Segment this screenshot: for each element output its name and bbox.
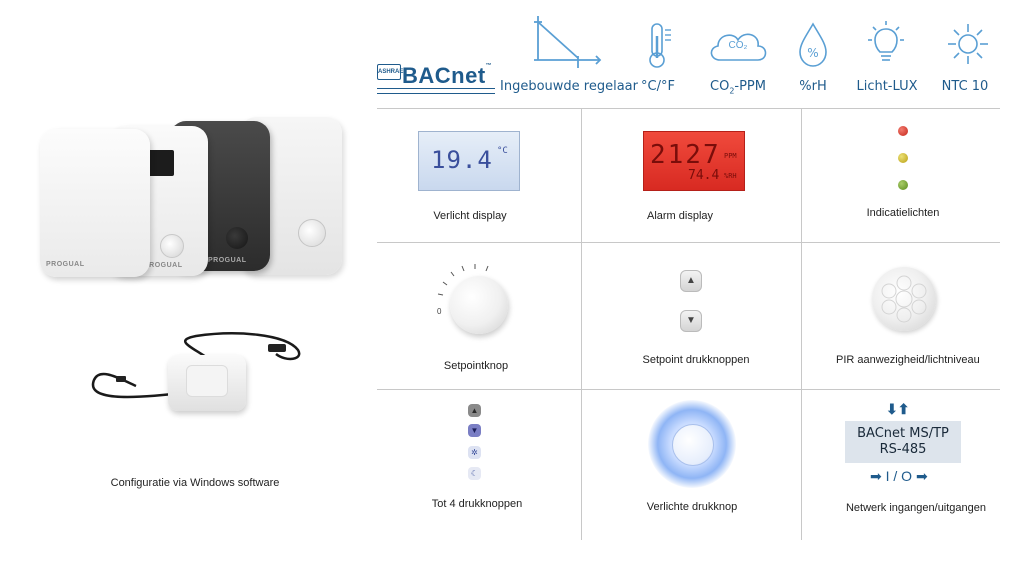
controller-curve-icon xyxy=(534,16,602,68)
pir-lens-pattern xyxy=(881,275,927,323)
pir-sensor xyxy=(872,267,936,331)
grid-line-col1 xyxy=(581,108,582,540)
alarm-display-sub: 74.4 xyxy=(688,168,720,183)
ntc-label: NTC 10 xyxy=(941,79,989,94)
knob-white xyxy=(160,234,184,258)
indicator-led-green xyxy=(898,180,908,190)
usb-dongle-body xyxy=(168,355,246,411)
humidity-label: %rH xyxy=(799,79,827,94)
co2-icon-text: CO₂ xyxy=(728,40,748,51)
grid-line-row3 xyxy=(377,389,1000,390)
humidity-drop-icon: % xyxy=(799,22,827,67)
bacnet-logo: BACnet™ xyxy=(402,63,492,89)
temperature-label: °C/°F xyxy=(641,79,675,94)
button-down-small[interactable]: ▼ xyxy=(468,424,481,437)
lit-push-button[interactable] xyxy=(672,424,714,466)
grid-line-top xyxy=(377,108,1000,109)
ntc-sensor-icon xyxy=(948,24,988,64)
setpoint-down-button[interactable]: ▼ xyxy=(680,310,702,332)
bacnet-tm: ™ xyxy=(485,63,493,69)
indicator-led-red xyxy=(898,126,908,136)
indicator-led-yellow xyxy=(898,153,908,163)
device-white-front: PROGUAL xyxy=(40,129,150,277)
device-brand-front: PROGUAL xyxy=(46,261,85,268)
light-lux-label: Licht-LUX xyxy=(856,79,918,94)
setpoint-buttons-label: Setpoint drukknoppen xyxy=(642,354,750,366)
co2-label-sub: 2 xyxy=(729,86,735,96)
setpoint-knob[interactable] xyxy=(450,276,508,334)
alarm-display-lcd: 2127 PPM 74.4 %RH xyxy=(643,131,745,191)
light-bulb-icon xyxy=(868,21,904,61)
co2-cloud-icon xyxy=(710,33,767,61)
usb-config-cable xyxy=(91,332,301,399)
button-up-small[interactable]: ▲ xyxy=(468,404,481,417)
setpoint-knob-mark: 0 xyxy=(437,307,442,316)
device-brand-middle: PROGUAL xyxy=(144,262,183,269)
network-updown-arrows: ⬇⬆ xyxy=(886,401,910,417)
network-io-arrows: ➡ I / O ➡ xyxy=(870,468,928,484)
alarm-display-main-unit: PPM xyxy=(724,152,737,160)
lit-display-lcd: 19.4 °C xyxy=(418,131,520,191)
bacnet-logo-underline xyxy=(377,88,495,94)
lit-display-label: Verlicht display xyxy=(433,210,507,222)
svg-text:%: % xyxy=(807,46,818,60)
co2-ppm-label: CO2-PPM xyxy=(702,79,774,96)
co2-label-suffix: -PPM xyxy=(734,79,766,94)
windows-software-caption: Configuratie via Windows software xyxy=(110,477,280,489)
network-label: Netwerk ingangen/uitgangen xyxy=(845,502,987,514)
lit-display-unit: °C xyxy=(497,146,508,156)
pir-sensor-dome xyxy=(298,219,326,247)
ashrae-badge: ASHRAE xyxy=(377,64,403,80)
button-moon-small[interactable]: ☾ xyxy=(468,467,481,480)
grid-line-col2 xyxy=(801,108,802,540)
device-brand-black: PROGUAL xyxy=(208,257,247,264)
setpoint-knob-scale xyxy=(437,264,489,296)
network-protocol-box: BACnet MS/TP RS-485 xyxy=(845,421,961,463)
network-protocol-line2: RS-485 xyxy=(879,442,927,457)
setpoint-knob-label: Setpointknop xyxy=(443,360,509,372)
alarm-display-sub-unit: %RH xyxy=(724,172,737,180)
usb-dongle-inner xyxy=(186,365,228,397)
alarm-display-label: Alarm display xyxy=(646,210,714,222)
indicators-label: Indicatielichten xyxy=(866,207,940,219)
thermometer-icon xyxy=(649,23,671,68)
alarm-display-main: 2127 xyxy=(650,140,721,170)
bacnet-logo-text: BACnet xyxy=(402,63,486,88)
controller-label: Ingebouwde regelaar xyxy=(500,79,638,94)
lit-display-value: 19.4 xyxy=(431,146,493,174)
setpoint-up-button[interactable]: ▲ xyxy=(680,270,702,292)
grid-line-row2 xyxy=(377,242,1000,243)
knob-black xyxy=(226,227,248,249)
network-protocol-line1: BACnet MS/TP xyxy=(857,426,949,441)
button-fan-small[interactable]: ✲ xyxy=(468,446,481,459)
four-buttons-label: Tot 4 drukknoppen xyxy=(431,498,523,510)
lit-button-label: Verlichte drukknop xyxy=(646,501,738,513)
pir-label: PIR aanwezigheid/lichtniveau xyxy=(836,354,980,366)
co2-label-prefix: CO xyxy=(710,79,730,94)
